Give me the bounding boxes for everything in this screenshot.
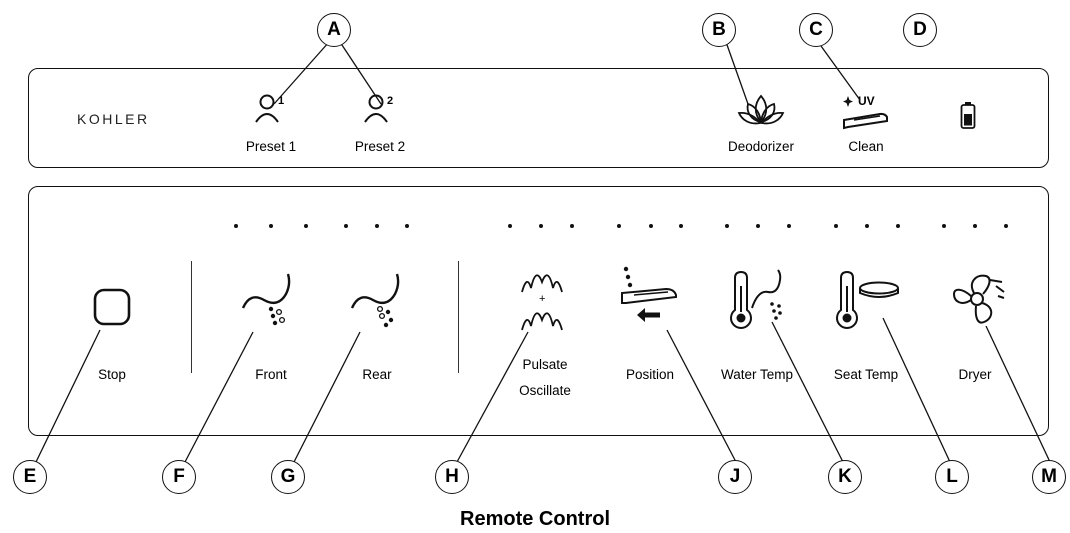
- preset-2-button[interactable]: 2: [363, 92, 403, 126]
- callout-D: D: [903, 13, 937, 47]
- stop-label: Stop: [98, 367, 126, 382]
- rear-level-indicator: [344, 224, 424, 232]
- preset-1-label: Preset 1: [245, 139, 297, 154]
- uv-badge: UV: [858, 94, 875, 108]
- position-level-indicator: [617, 224, 697, 232]
- divider: [458, 261, 459, 373]
- seat-temp-label: Seat Temp: [833, 367, 899, 382]
- lotus-icon: [737, 94, 785, 125]
- oscillate-label: Oscillate: [519, 383, 571, 398]
- pulsate-oscillate-icon: +: [521, 274, 563, 331]
- rear-label: Rear: [362, 367, 392, 382]
- dryer-label: Dryer: [958, 367, 992, 382]
- clean-uv-button[interactable]: UV: [840, 90, 892, 130]
- callout-H: H: [435, 460, 469, 494]
- dryer-button[interactable]: [950, 270, 1008, 328]
- preset-1-button[interactable]: 1: [254, 92, 294, 126]
- stop-button[interactable]: [92, 287, 132, 327]
- deodorizer-label: Deodorizer: [727, 139, 795, 154]
- callout-B: B: [702, 13, 736, 47]
- remote-control-panel: [28, 186, 1049, 436]
- battery-icon: [960, 102, 976, 129]
- callout-A: A: [317, 13, 351, 47]
- preset-2-label: Preset 2: [354, 139, 406, 154]
- divider: [191, 261, 192, 373]
- front-label: Front: [255, 367, 287, 382]
- pulsate-oscillate-button[interactable]: +: [518, 262, 568, 334]
- deodorizer-button[interactable]: [736, 90, 786, 130]
- seat-temp-level-indicator: [834, 224, 914, 232]
- callout-F: F: [162, 460, 196, 494]
- callout-K: K: [828, 460, 862, 494]
- callout-E: E: [13, 460, 47, 494]
- user-icon: [255, 94, 279, 123]
- front-level-indicator: [234, 224, 314, 232]
- seat-temperature-icon: [836, 270, 899, 329]
- rear-wash-icon: [350, 273, 400, 328]
- position-button[interactable]: [616, 264, 682, 324]
- position-label: Position: [625, 367, 675, 382]
- preset-2-number: 2: [387, 95, 393, 107]
- fan-icon: [952, 274, 1005, 324]
- seat-temp-button[interactable]: [830, 268, 902, 332]
- front-wash-button[interactable]: [240, 270, 296, 330]
- pulsate-label: Pulsate: [522, 357, 568, 372]
- callout-J: J: [718, 460, 752, 494]
- callout-C: C: [799, 13, 833, 47]
- sparkle-wand-icon: [843, 96, 888, 130]
- preset-1-number: 1: [278, 95, 284, 107]
- clean-label: Clean: [848, 139, 884, 154]
- remote-top-panel: [28, 68, 1049, 168]
- brand-logo: KOHLER: [77, 111, 150, 127]
- water-temperature-icon: [730, 269, 782, 329]
- pulsate-level-indicator: [508, 224, 588, 232]
- callout-M: M: [1032, 460, 1066, 494]
- water-temp-level-indicator: [725, 224, 805, 232]
- dryer-level-indicator: [942, 224, 1022, 232]
- water-temp-label: Water Temp: [720, 367, 794, 382]
- user-icon: [364, 94, 388, 123]
- stop-icon: [93, 288, 131, 326]
- rear-wash-button[interactable]: [349, 270, 405, 330]
- callout-G: G: [271, 460, 305, 494]
- wand-position-icon: [621, 266, 677, 322]
- callout-L: L: [935, 460, 969, 494]
- arrow-left-icon: [637, 308, 660, 322]
- water-temp-button[interactable]: [722, 268, 792, 332]
- diagram-title: Remote Control: [460, 508, 610, 530]
- front-wash-icon: [241, 273, 291, 326]
- plus-symbol: +: [539, 293, 545, 305]
